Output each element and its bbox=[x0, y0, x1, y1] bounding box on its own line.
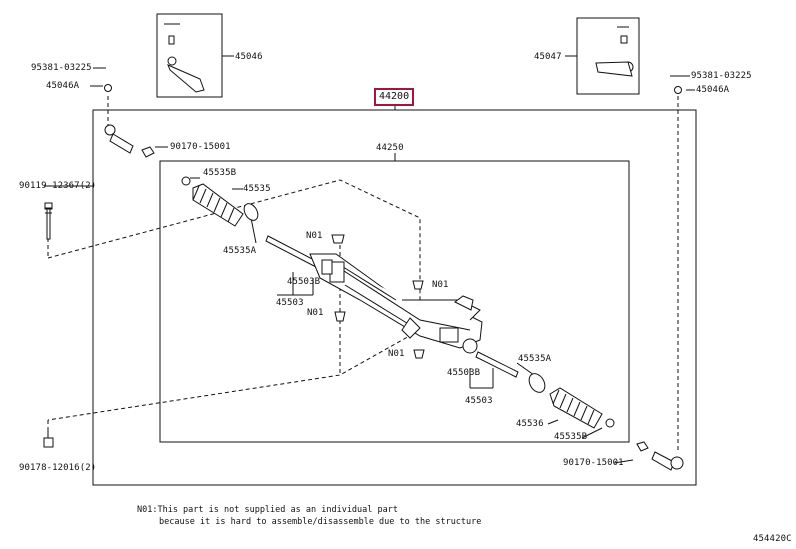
part-label-45536[interactable]: 45536 bbox=[516, 419, 544, 429]
part-label-45046[interactable]: 45046 bbox=[235, 52, 263, 62]
footnote-line-2: because it is hard to assemble/disassemb… bbox=[159, 517, 482, 527]
part-label-95381-right[interactable]: 95381-03225 bbox=[691, 71, 752, 81]
part-label-45535b-bottom[interactable]: 45535B bbox=[554, 432, 588, 442]
part-label-45535a-right[interactable]: 45535A bbox=[518, 354, 552, 364]
part-label-45046a-left[interactable]: 45046A bbox=[46, 81, 80, 91]
part-label-44250[interactable]: 44250 bbox=[376, 143, 404, 153]
part-label-45535a-left[interactable]: 45535A bbox=[223, 246, 257, 256]
part-label-45535b-top[interactable]: 45535B bbox=[203, 168, 237, 178]
part-label-44200[interactable]: 44200 bbox=[374, 88, 415, 106]
part-label-45503b-left[interactable]: 45503B bbox=[287, 277, 321, 287]
part-label-90170-top[interactable]: 90170-15001 bbox=[170, 142, 231, 152]
part-label-95381-left[interactable]: 95381-03225 bbox=[31, 63, 92, 73]
n01-label-bottom: N01 bbox=[388, 349, 405, 359]
part-label-90170-bottom[interactable]: 90170-15001 bbox=[563, 458, 624, 468]
footnote-line-1: N01:This part is not supplied as an indi… bbox=[137, 505, 398, 515]
part-label-45047[interactable]: 45047 bbox=[534, 52, 562, 62]
part-label-90178[interactable]: 90178-12016(2) bbox=[19, 463, 97, 473]
n01-label-middle: N01 bbox=[307, 308, 324, 318]
part-label-45046a-right[interactable]: 45046A bbox=[696, 85, 730, 95]
part-label-45503-right[interactable]: 45503 bbox=[465, 396, 493, 406]
n01-label-top: N01 bbox=[306, 231, 323, 241]
part-label-45503-left[interactable]: 45503 bbox=[276, 298, 304, 308]
n01-label-right: N01 bbox=[432, 280, 449, 290]
diagram-id: 454420C bbox=[753, 534, 792, 544]
part-label-45535-top[interactable]: 45535 bbox=[243, 184, 271, 194]
inset-box-45047[interactable] bbox=[576, 17, 640, 95]
part-label-45503b-right[interactable]: 45503B bbox=[447, 368, 481, 378]
part-label-90119[interactable]: 90119-12367(2) bbox=[19, 181, 97, 191]
